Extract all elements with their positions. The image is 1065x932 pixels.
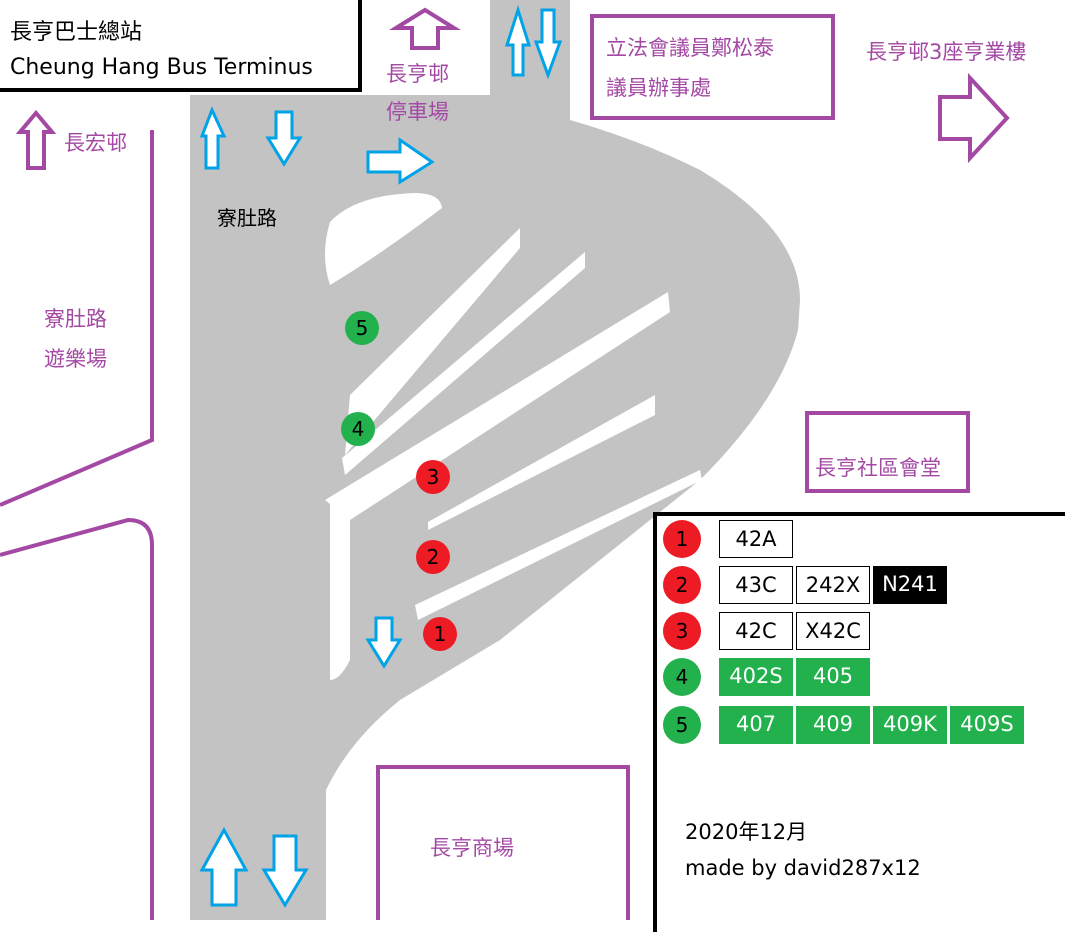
legend-route-42A: 42A	[719, 520, 793, 558]
label-cheung-wang: 長宏邨	[64, 131, 127, 155]
platform-4-marker-num: 4	[352, 417, 365, 441]
legend-platform-2: 2	[663, 566, 701, 604]
label-car-park-line2: 停車場	[386, 100, 449, 124]
platform-1-marker: 1	[423, 617, 457, 651]
label-legco-office-line2: 議員辦事處	[606, 76, 711, 100]
legend-platform-1: 1	[663, 520, 701, 558]
route-legend: 1 42A 2 43C 242X N241 3 42C X42C 4 402S …	[653, 512, 1065, 932]
label-block-3: 長亨邨3座亨業樓	[866, 40, 1027, 64]
legend-route-409K: 409K	[873, 706, 947, 744]
title-chinese: 長亨巴士總站	[10, 20, 143, 45]
platform-5-marker: 5	[345, 311, 379, 345]
label-car-park-line1: 長亨邨	[386, 62, 449, 86]
legend-route-N241: N241	[873, 566, 947, 604]
platform-4-marker: 4	[341, 412, 375, 446]
legend-route-402S: 402S	[719, 658, 793, 696]
boundary-lines	[0, 14, 970, 920]
legend-route-407: 407	[719, 706, 793, 744]
platform-5-marker-num: 5	[356, 316, 369, 340]
label-shopping-centre: 長亨商場	[430, 836, 514, 860]
road-islands	[325, 193, 702, 680]
platform-2-marker-num: 2	[427, 545, 440, 569]
platform-1-marker-num: 1	[434, 622, 447, 646]
traffic-arrows-blue	[199, 4, 563, 908]
legend-route-409S: 409S	[950, 706, 1024, 744]
platform-3-marker: 3	[416, 460, 450, 494]
legend-route-43C: 43C	[719, 566, 793, 604]
direction-arrows-purple	[15, 7, 1010, 170]
label-legco-office-line1: 立法會議員鄭松泰	[606, 36, 774, 60]
footer-date: 2020年12月	[685, 820, 808, 844]
platform-3-marker-num: 3	[427, 465, 440, 489]
title-box: 長亨巴士總站 Cheung Hang Bus Terminus	[0, 0, 362, 92]
legend-route-405: 405	[796, 658, 870, 696]
legend-route-242X: 242X	[796, 566, 870, 604]
legend-route-42C: 42C	[719, 612, 793, 650]
label-community-hall: 長亨社區會堂	[815, 456, 941, 480]
platform-markers: 5 4 3 2 1	[341, 311, 457, 651]
label-road-name: 寮肚路	[217, 206, 277, 230]
legend-platform-5: 5	[663, 706, 701, 744]
footer-credit: made by david287x12	[685, 856, 921, 880]
legend-platform-4: 4	[663, 658, 701, 696]
legend-route-409: 409	[796, 706, 870, 744]
legend-route-X42C: X42C	[796, 612, 870, 650]
title-english: Cheung Hang Bus Terminus	[10, 55, 313, 80]
label-playground-line1: 寮肚路	[44, 307, 107, 331]
legend-platform-3: 3	[663, 612, 701, 650]
label-playground-line2: 遊樂場	[44, 347, 107, 371]
platform-2-marker: 2	[416, 540, 450, 574]
